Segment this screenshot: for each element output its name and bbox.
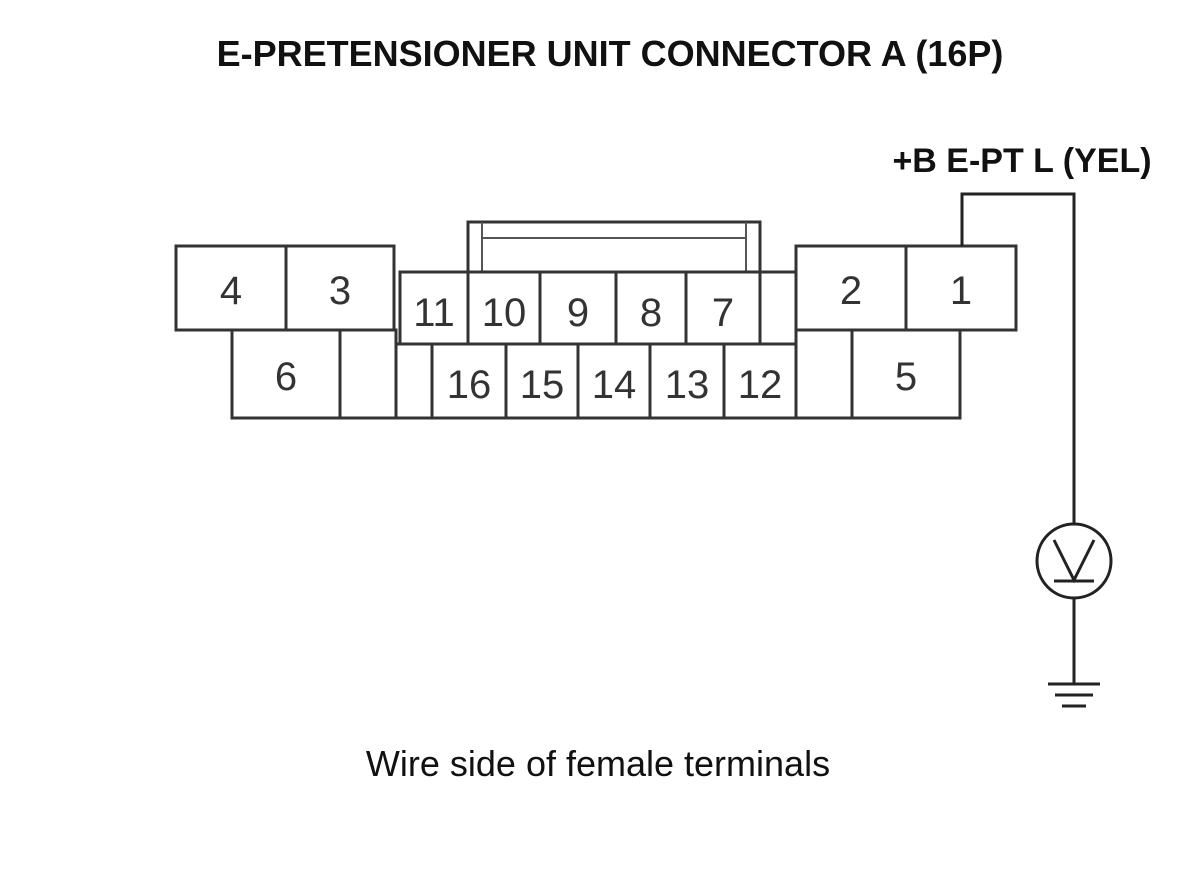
cell-3 (284, 244, 396, 332)
pin-4: 4 (220, 269, 242, 313)
pin-12: 12 (738, 363, 783, 407)
cell-blank-bottom-right (794, 328, 854, 420)
cell-13 (648, 342, 726, 420)
cell-15 (504, 342, 580, 420)
cell-blank-bottom-left (338, 328, 398, 420)
cell-7 (684, 270, 762, 346)
pin-16: 16 (447, 363, 492, 407)
cell-14 (576, 342, 652, 420)
cell-blank-top-mid (758, 270, 798, 346)
pin-5: 5 (895, 355, 917, 399)
wire-label: +B E-PT L (YEL) (892, 142, 1151, 180)
pin-6: 6 (275, 355, 297, 399)
connector-body (174, 220, 1018, 420)
cell-2 (794, 244, 908, 332)
pin-1: 1 (950, 269, 972, 313)
pin-9: 9 (567, 291, 589, 335)
diagram-title: E-PRETENSIONER UNIT CONNECTOR A (16P) (217, 33, 1004, 74)
cell-6 (230, 328, 342, 420)
cell-blank-bottom-mid (394, 342, 434, 420)
cell-5 (850, 328, 962, 420)
pin-7: 7 (712, 291, 734, 335)
probe-wire (960, 192, 1076, 524)
cell-4 (174, 244, 288, 332)
cell-16 (430, 342, 508, 420)
cell-12 (722, 342, 798, 420)
pin-14: 14 (592, 363, 637, 407)
pin-labels: 4 3 2 1 11 10 9 8 7 6 5 16 15 14 13 12 (220, 269, 972, 407)
pin-13: 13 (665, 363, 710, 407)
voltmeter-icon (1035, 522, 1113, 600)
pin-10: 10 (482, 291, 527, 335)
pin-8: 8 (640, 291, 662, 335)
connector-latch (466, 220, 762, 274)
pin-11: 11 (413, 291, 455, 335)
ground-icon (1048, 682, 1100, 708)
diagram-caption: Wire side of female terminals (366, 743, 830, 784)
pin-2: 2 (840, 269, 862, 313)
pin-15: 15 (520, 363, 565, 407)
pin-3: 3 (329, 269, 351, 313)
